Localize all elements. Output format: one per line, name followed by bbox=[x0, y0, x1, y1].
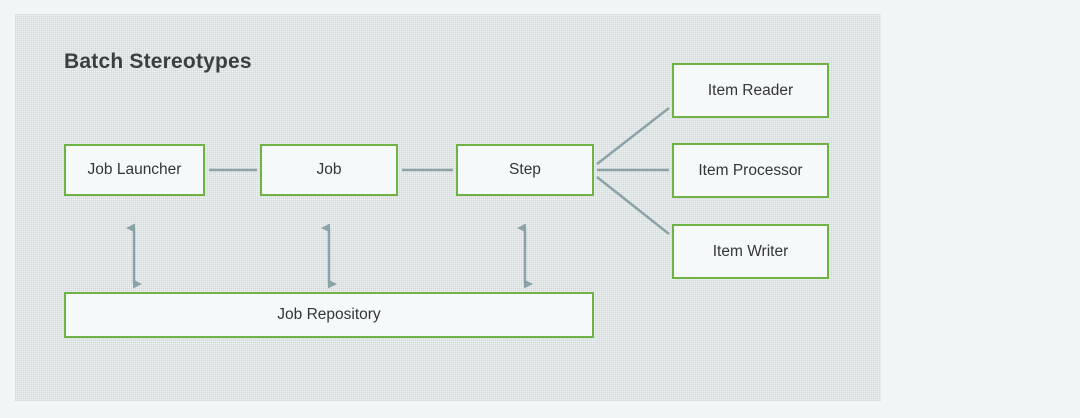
node-item-writer[interactable]: Item Writer bbox=[672, 224, 829, 279]
page-title: Batch Stereotypes bbox=[64, 50, 252, 73]
node-job[interactable]: Job bbox=[260, 144, 398, 196]
node-job-launcher[interactable]: Job Launcher bbox=[64, 144, 205, 196]
node-item-processor[interactable]: Item Processor bbox=[672, 143, 829, 198]
node-item-reader[interactable]: Item Reader bbox=[672, 63, 829, 118]
node-step[interactable]: Step bbox=[456, 144, 594, 196]
node-job-repository[interactable]: Job Repository bbox=[64, 292, 594, 338]
